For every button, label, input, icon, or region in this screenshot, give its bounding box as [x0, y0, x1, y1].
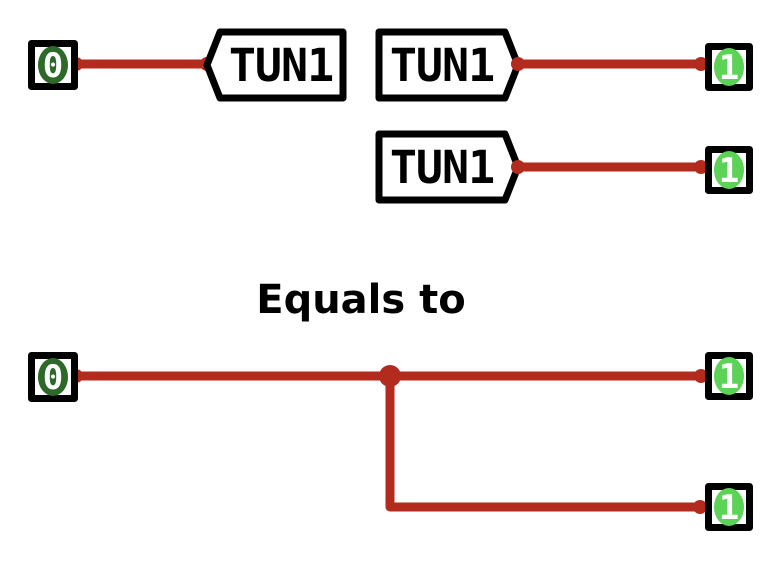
- output-pin-value: 1: [719, 151, 739, 191]
- pin-value-oval: [714, 151, 744, 189]
- pin-value-oval: [714, 48, 744, 86]
- output-pin-value: 1: [719, 357, 739, 397]
- output-pin: 1: [705, 352, 753, 400]
- pin-value-oval: [714, 488, 744, 526]
- pin-value-oval: [38, 46, 68, 84]
- input-pin-value: 0: [43, 358, 63, 398]
- bottom-circuit: 0 1 1: [28, 352, 753, 531]
- tunnel-shape: [375, 28, 522, 102]
- wire-junction-dot: [379, 365, 401, 387]
- wire-endpoint-dot: [694, 57, 708, 71]
- wire-endpoint-dot: [694, 160, 708, 174]
- wire-endpoint-dot: [511, 57, 525, 71]
- tunnel-entry: TUN1: [203, 28, 347, 102]
- tunnel-label: TUN1: [390, 141, 494, 194]
- output-pin: 1: [705, 146, 753, 194]
- wire-branch: [385, 371, 705, 512]
- input-pin[interactable]: 0: [28, 352, 78, 402]
- tunnel-label: TUN1: [229, 39, 333, 92]
- wire-endpoint-dot: [694, 369, 708, 383]
- tunnel-shape: [203, 28, 347, 102]
- tunnel-exit-1: TUN1: [375, 28, 522, 102]
- wire-endpoint-dot: [693, 500, 707, 514]
- tunnel-exit-2: TUN1: [375, 130, 522, 204]
- tunnel-label: TUN1: [390, 39, 494, 92]
- output-pin: 1: [705, 43, 753, 91]
- pin-value-oval: [714, 357, 744, 395]
- output-pin-value: 1: [719, 488, 739, 528]
- input-pin[interactable]: 0: [28, 40, 78, 90]
- output-pin-value: 1: [719, 48, 739, 88]
- tunnel-shape: [375, 130, 522, 204]
- input-pin-value: 0: [43, 46, 63, 86]
- top-circuit: 0 TUN1 TUN1 1: [28, 28, 753, 204]
- wire-endpoint-dot: [511, 160, 525, 174]
- pin-value-oval: [38, 358, 68, 396]
- output-pin: 1: [705, 483, 753, 531]
- equals-to-caption: Equals to: [256, 277, 465, 323]
